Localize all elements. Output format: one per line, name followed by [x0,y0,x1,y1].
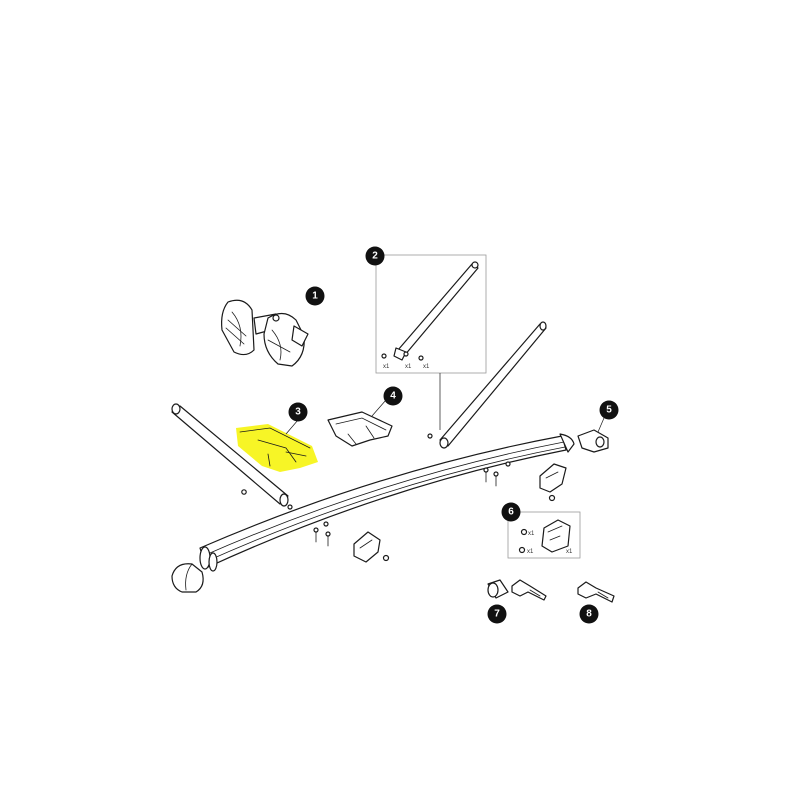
part-3-highlight [236,424,318,472]
key [511,579,547,601]
callout-8: 8 [579,604,599,624]
leader-line [285,419,299,435]
screw [313,521,331,547]
clip [353,531,390,563]
qty-label: x1 [383,364,390,370]
svg-text:2: 2 [372,251,378,262]
callout-4: 4 [383,386,403,406]
screw [483,461,511,487]
qty-label: x1 [527,549,534,555]
part-6-frame [507,511,581,559]
leader-line [597,417,605,433]
lock-cylinder [487,579,509,599]
end-clamp [577,429,609,453]
svg-text:7: 7 [494,609,500,620]
svg-text:3: 3 [295,407,301,418]
callout-6: 6 [501,502,521,522]
qty-label: x1 [405,364,412,370]
svg-text:8: 8 [586,609,592,620]
right-arm [439,321,547,449]
leader-line [371,399,387,417]
svg-text:5: 5 [606,405,612,416]
callout-1: 1 [305,286,325,306]
part-2-frame [375,254,487,374]
qty-label: x1 [528,531,535,537]
part-2-group: x1 x1 x1 [375,254,487,374]
screw [241,489,293,510]
bracket [327,411,393,447]
strap-buckle [539,463,567,502]
qty-label: x1 [423,364,430,370]
svg-text:4: 4 [390,391,396,402]
frame-holder [221,299,309,367]
callout-5: 5 [599,400,619,420]
callout-2: 2 [365,246,385,266]
qty-label: x1 [566,549,573,555]
svg-text:6: 6 [508,507,514,518]
svg-text:1: 1 [312,291,318,302]
part-6-group: x1 x1 x1 [507,511,581,559]
callout-7: 7 [487,604,507,624]
key [577,581,615,603]
callout-3: 3 [288,402,308,422]
left-arm [171,403,289,507]
end-cap [171,563,204,593]
crossbar-profile [199,433,575,572]
